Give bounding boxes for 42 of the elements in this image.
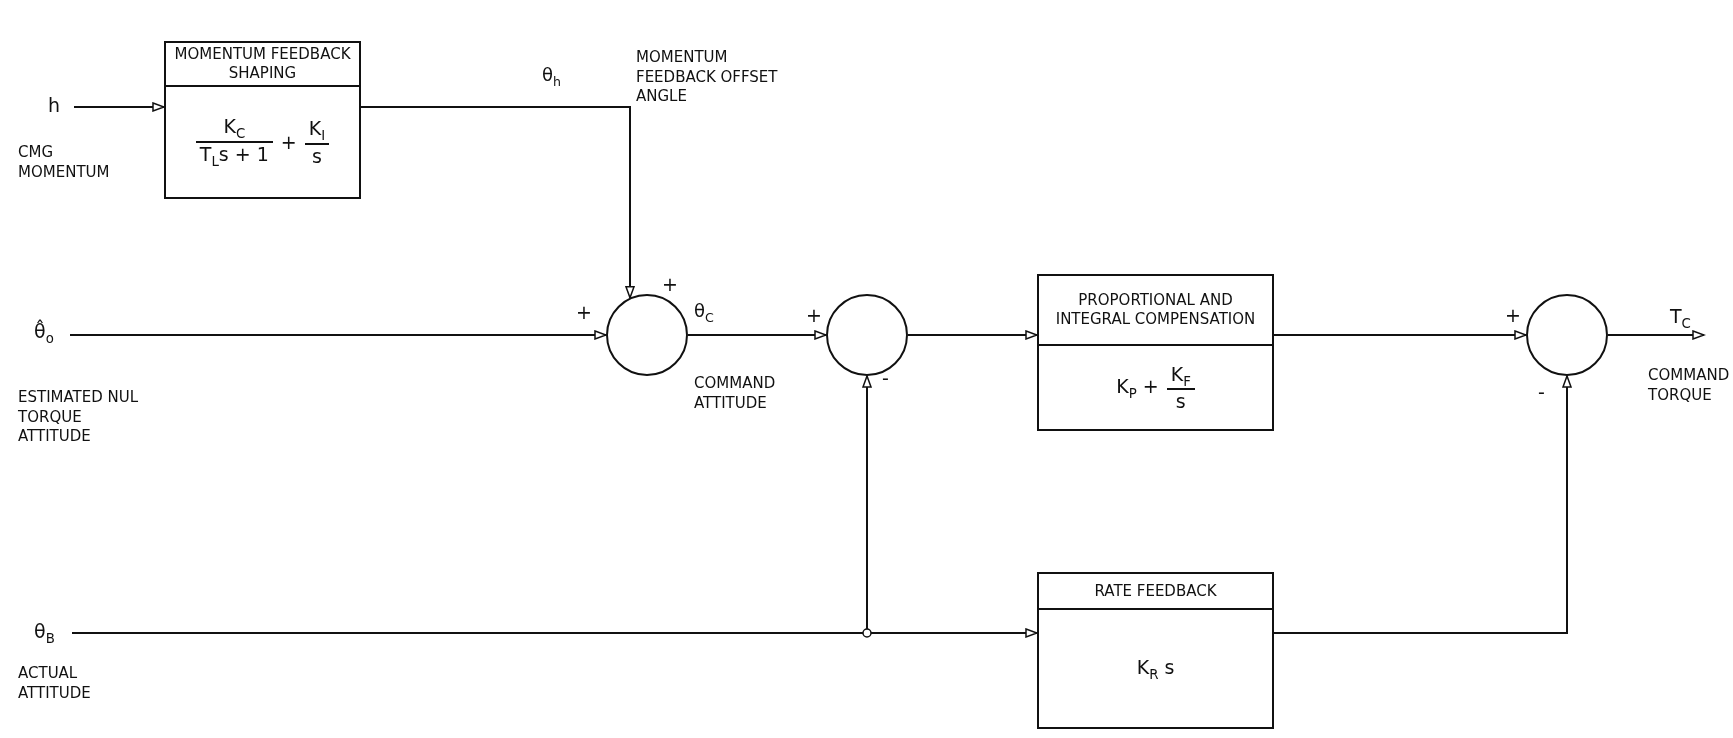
transfer-term: K$_{P}$ + [1116,374,1159,401]
numerator: K$_{I}$ [304,117,330,145]
arrow [69,330,607,340]
transfer-term: + [280,131,297,153]
denominator: s [311,144,323,167]
arrow [687,330,827,340]
arrow [360,106,635,299]
signal-description: COMMAND TORQUE [1648,366,1731,405]
transfer-term: K$_{R}$ s [1136,655,1175,682]
signal-name: θ$_{B}$ [34,620,66,648]
arrow [73,102,165,112]
sign-label: + [576,300,592,325]
sign-label: + [806,303,822,328]
block-box [164,41,361,199]
arrow [907,330,1038,340]
block-title: MOMENTUM FEEDBACK SHAPING [166,43,359,87]
arrow [1273,330,1527,340]
block-title: PROPORTIONAL AND INTEGRAL COMPENSATION [1039,276,1272,346]
numerator: K$_{C}$ [195,115,273,143]
signal-name: T$_{C}$ [1670,305,1704,334]
signal-description: COMMAND ATTITUDE [694,374,777,413]
signal-description: ESTIMATED NUL TORQUE ATTITUDE [18,388,140,447]
denominator: s [1174,390,1187,413]
denominator: T$_{L}$s + 1 [198,143,270,169]
signal-name: θ̂$_{o}$ [34,320,64,348]
sign-label: - [882,366,889,391]
block-box [1037,274,1274,431]
sign-label: + [662,272,678,297]
sign-label: + [1505,303,1521,328]
sign-label: - [1538,380,1545,405]
arrow [1273,375,1572,634]
numerator: K$_{F}$ [1166,362,1195,391]
edge-label: θ$_{C}$ [692,300,716,325]
signal-name: h [48,94,70,120]
edge-label: θ$_{h}$ [540,64,563,89]
arrow [71,628,1038,638]
signal-description: MOMENTUM FEEDBACK OFFSET ANGLE [636,48,779,107]
signal-description: CMG MOMENTUM [18,143,111,182]
block-box [1037,572,1274,729]
signal-description: ACTUAL ATTITUDE [18,664,92,703]
block-title: RATE FEEDBACK [1039,574,1272,610]
arrow [1607,330,1705,340]
